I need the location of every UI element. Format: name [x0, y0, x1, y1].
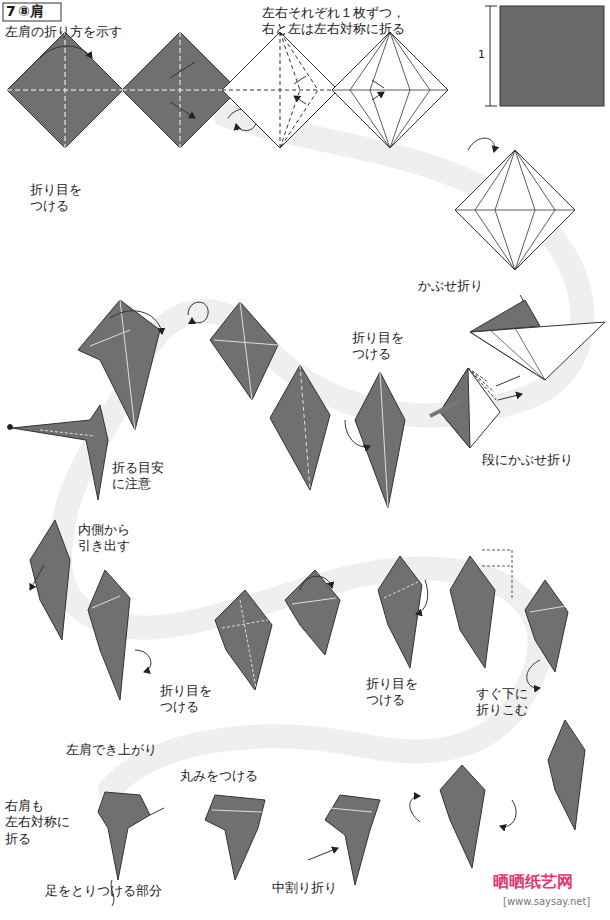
section-title: ⑧肩 [18, 3, 44, 21]
instruction: 左肩でき上がり [66, 742, 157, 758]
watermark: [www.saysay.net] [503, 896, 590, 909]
instruction: 段にかぶせ折り [482, 452, 573, 468]
note: 左肩の折り方を示す [5, 24, 122, 40]
instruction: 丸みをつける [180, 768, 258, 784]
note: 左右それぞれ１枚ずつ， 右と左は左右対称に折る [262, 5, 405, 38]
watermark: 晒晒纸艺网 [493, 872, 573, 892]
dimension: 1 [478, 48, 485, 62]
instruction: かぶせ折り [418, 278, 483, 294]
instruction: 折り目を つける [352, 330, 404, 363]
instruction: 内側から 引き出す [78, 522, 130, 555]
instruction: 右肩も 左右対称に 折る [5, 798, 70, 847]
step-number: 7 [6, 3, 16, 21]
instruction: 折り目を つける [30, 182, 82, 215]
instruction: 中割り折り [272, 880, 337, 896]
instruction: すぐ下に 折りこむ [476, 686, 528, 719]
instruction: 折り目を つける [160, 683, 212, 716]
instruction: 折る目安 に注意 [112, 460, 164, 493]
instruction: 足をとりつける部分 [45, 883, 162, 899]
instruction: 折り目を つける [366, 676, 418, 709]
